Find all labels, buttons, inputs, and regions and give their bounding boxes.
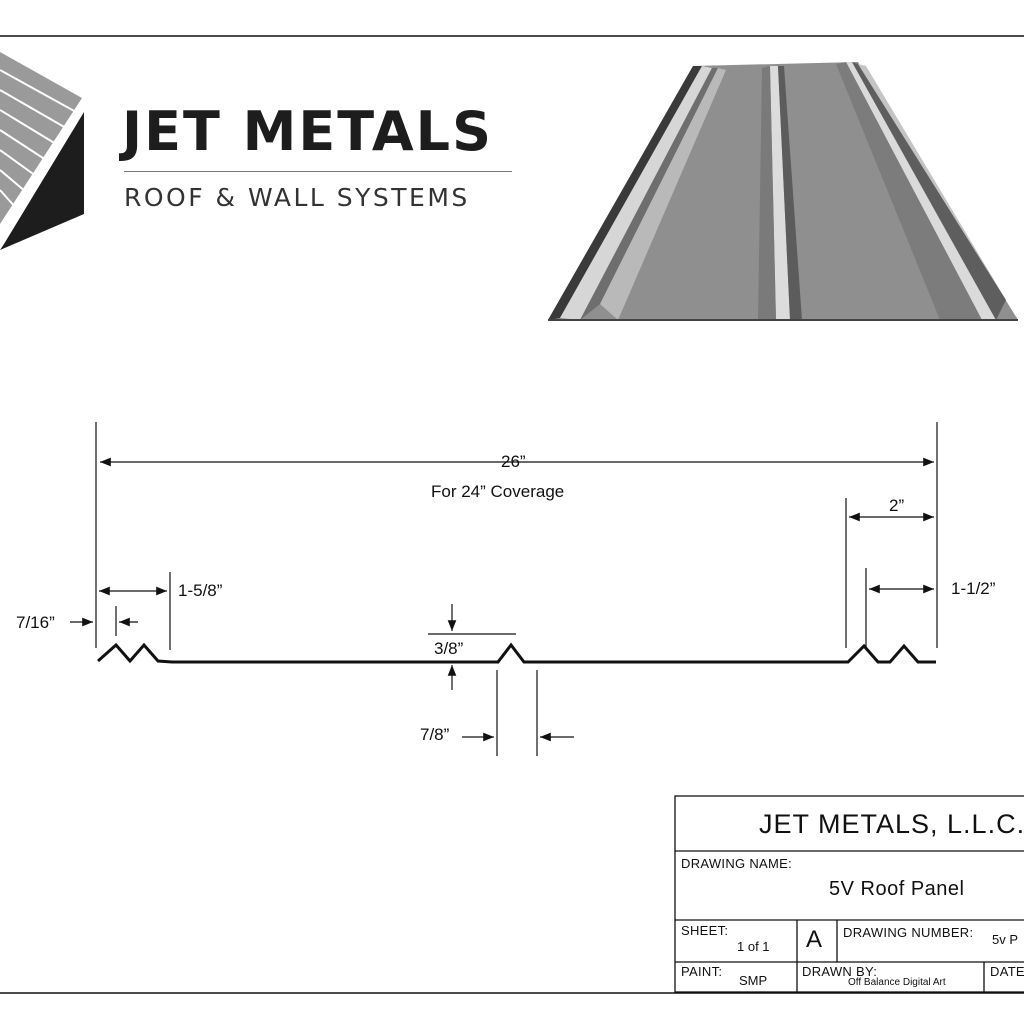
- dim-left-hem: 7/16”: [16, 613, 55, 632]
- dimension-lines: [70, 422, 938, 756]
- drawing-name-value: 5V Roof Panel: [829, 878, 965, 900]
- dim-overall-width: 26”: [501, 452, 526, 471]
- drawing-number-value: 5v P: [992, 932, 1019, 947]
- brand-name: JET METALS: [122, 100, 493, 163]
- roof-panel-illustration: [548, 62, 1018, 321]
- title-block-company: JET METALS, L.L.C.: [759, 809, 1024, 839]
- date-label: DATE: [990, 964, 1024, 979]
- drawing-number-label: DRAWING NUMBER:: [843, 925, 974, 940]
- dim-left-edge-to-rib: 1-5/8”: [178, 581, 223, 600]
- revision-letter: A: [806, 926, 823, 953]
- dim-right-rib-spacing: 2”: [889, 496, 905, 515]
- sheet-label: SHEET:: [681, 923, 729, 938]
- sheet-value: 1 of 1: [737, 939, 770, 954]
- drawn-by-label: DRAWN BY:: [802, 964, 878, 979]
- panel-profile: [97, 642, 936, 664]
- drawn-by-value: Off Balance Digital Art: [848, 977, 946, 988]
- dim-right-edge-to-rib: 1-1/2”: [951, 579, 996, 598]
- logo-mark-icon: [0, 52, 84, 250]
- paint-label: PAINT:: [681, 964, 723, 979]
- dim-rib-height: 3/8”: [434, 639, 464, 658]
- brand-tagline: ROOF & WALL SYSTEMS: [124, 183, 470, 212]
- paint-value: SMP: [739, 973, 768, 988]
- brand-divider: [124, 171, 512, 172]
- drawing-name-label: DRAWING NAME:: [681, 856, 793, 871]
- title-block-frame: [674, 795, 1024, 993]
- dim-rib-base-width: 7/8”: [420, 725, 450, 744]
- dim-coverage-note: For 24” Coverage: [431, 482, 565, 501]
